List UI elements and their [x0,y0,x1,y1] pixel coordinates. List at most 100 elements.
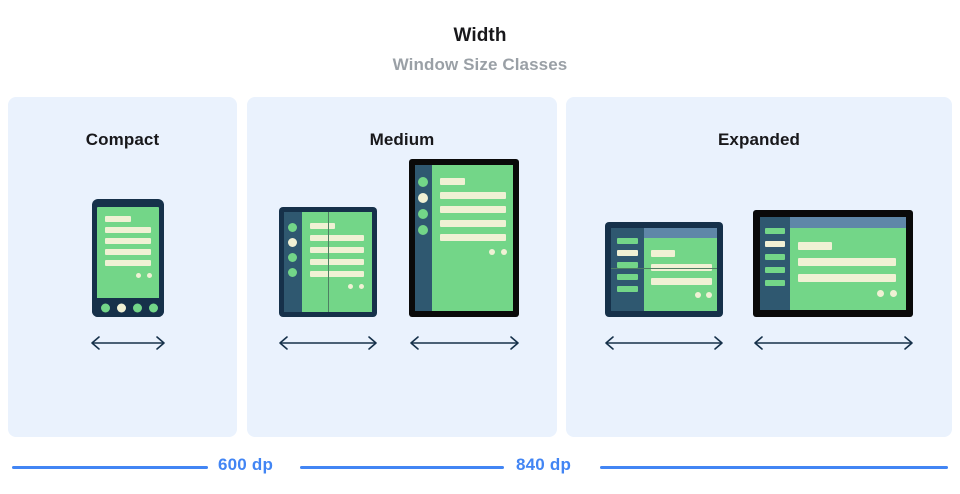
size-class-panels: Compact [0,97,960,437]
rail-dot [418,209,428,219]
panel-compact: Compact [8,97,237,437]
device-phone [92,199,164,317]
device-stage-expanded [566,167,952,367]
breakpoint-rule-left [12,466,208,469]
content-line [105,238,151,244]
rail-bar [765,280,785,286]
tablet-landscape-screen [760,217,906,310]
content-line [440,178,465,185]
content-line [310,271,364,277]
action-dot [359,284,364,289]
bottom-nav-dot-active [117,303,126,312]
bottom-nav-dot [133,303,142,312]
content-line [105,227,151,233]
rail-bar-active [765,241,785,247]
panel-label-compact: Compact [85,130,160,149]
breakpoint-label-840: 840 dp [516,455,572,474]
width-arrow-medium-foldable [277,335,379,351]
nav-rail [415,165,432,311]
device-foldable-landscape-group [605,222,723,317]
content-line [105,216,131,222]
device-tablet-portrait [409,159,519,317]
panel-label-expanded: Expanded [717,130,801,149]
action-dot [890,290,897,297]
content-line [440,234,506,241]
content-line [310,223,335,229]
panel-expanded: Expanded [566,97,952,437]
rail-dot [418,177,428,187]
panel-medium: Medium [247,97,557,437]
phone-screen [97,207,159,312]
rail-bar [617,238,638,244]
rail-bar [765,228,785,234]
nav-rail [611,228,644,311]
foldable-screen [284,212,372,312]
action-dot [136,273,141,278]
content-line [651,264,712,271]
rail-dot [288,253,297,262]
nav-rail [284,212,302,312]
content-line [105,260,151,266]
content-line [798,242,832,250]
page-title: Width [453,25,507,46]
rail-dot [288,223,297,232]
content-line [310,259,364,265]
rail-bar [617,274,638,280]
device-stage-medium [247,159,557,367]
width-arrow-expanded-tablet [752,335,915,351]
width-arrow-medium-tablet [408,335,521,351]
breakpoint-scale: 600 dp 840 dp [0,452,960,494]
breakpoint-label-600: 600 dp [218,455,274,474]
content-line [798,274,896,282]
rail-dot-active [418,193,428,203]
action-dot [877,290,884,297]
device-tablet-landscape-group [753,210,913,317]
device-tablet-landscape [753,210,913,317]
rail-dot [288,268,297,277]
rail-bar [617,286,638,292]
action-dot [501,249,507,255]
action-dot [348,284,353,289]
panel-label-medium: Medium [369,130,435,149]
device-phone-group [92,199,164,317]
top-app-bar [790,217,906,228]
action-dot [706,292,712,298]
breakpoint-rule-right [600,466,948,469]
action-dot [489,249,495,255]
diagram-header: Width Window Size Classes [0,0,960,96]
nav-rail [760,217,790,310]
foldable-landscape-screen [611,228,717,311]
rail-dot-active [288,238,297,247]
content-line [440,192,506,199]
device-foldable-group [279,207,377,317]
width-arrow-compact [89,335,167,351]
content-line [440,220,506,227]
bottom-nav-dot [149,303,158,312]
phone-bottom-nav [92,298,164,317]
device-tablet-portrait-group [409,159,519,317]
rail-bar [765,267,785,273]
tablet-portrait-screen [415,165,513,311]
width-arrow-expanded-foldable [603,335,725,351]
content-line [651,278,712,285]
action-dot [695,292,701,298]
content-line [105,249,151,255]
device-foldable-portrait [279,207,377,317]
content-line [310,235,364,241]
content-line [651,250,675,257]
device-foldable-landscape [605,222,723,317]
rail-bar [765,254,785,260]
page-subtitle: Window Size Classes [392,55,568,74]
rail-bar-active [617,250,638,256]
rail-dot [418,225,428,235]
fold-seam-horizontal [611,268,717,269]
device-stage-compact [8,167,237,367]
breakpoint-rule-middle-left [300,466,504,469]
bottom-nav-dot [101,303,110,312]
content-line [798,258,896,266]
rail-bar [617,262,638,268]
top-app-bar [644,228,717,238]
action-dot [147,273,152,278]
fold-seam-vertical [328,212,329,312]
content-line [310,247,364,253]
